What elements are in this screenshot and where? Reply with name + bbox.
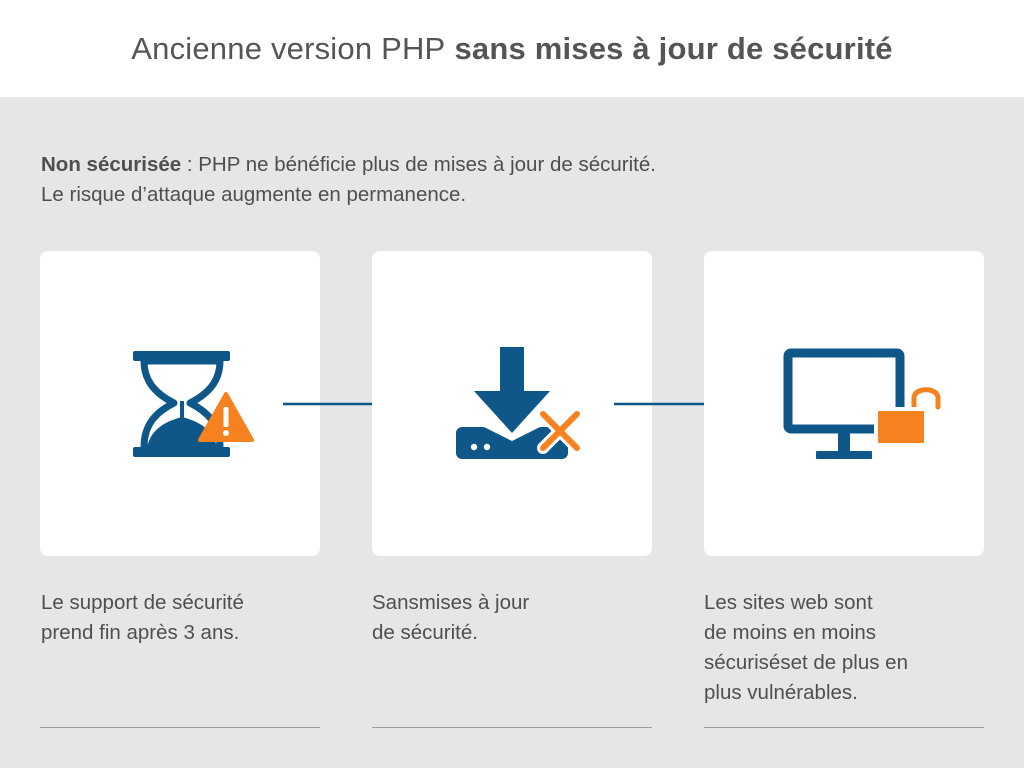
- step-card-2: [372, 251, 652, 556]
- caption-line: Le support de sécurité: [41, 591, 244, 614]
- caption-line: de sécurité.: [372, 621, 478, 644]
- caption-line: sécuriséset de plus en: [704, 651, 908, 674]
- title-regular: Ancienne version PHP: [131, 30, 446, 66]
- caption-line: plus vulnérables.: [704, 681, 858, 704]
- page-title: Ancienne version PHP sans mises à jour d…: [0, 0, 1024, 97]
- intro-text: Non sécurisée : PHP ne bénéficie plus de…: [41, 150, 656, 210]
- step-caption-3: Les sites web sont de moins en moins séc…: [704, 588, 994, 708]
- intro-label: Non sécurisée: [41, 153, 182, 176]
- title-bold: sans mises à jour de sécurité: [454, 30, 893, 66]
- step-caption-2: Sansmises à jour de sécurité.: [372, 588, 662, 648]
- caption-line: Les sites web sont: [704, 591, 873, 614]
- intro-line-2: Le risque d’attaque augmente en permanen…: [41, 183, 467, 206]
- caption-line: de moins en moins: [704, 621, 877, 644]
- step-card-3: [704, 251, 984, 556]
- caption-line: prend fin après 3 ans.: [41, 621, 240, 644]
- intro-line-1-rest: : PHP ne bénéficie plus de mises à jour …: [181, 153, 656, 176]
- caption-line: Sansmises à jour: [372, 591, 530, 614]
- intro-line-1: Non sécurisée : PHP ne bénéficie plus de…: [41, 150, 656, 180]
- step-card-1: [40, 251, 320, 556]
- step-caption-1: Le support de sécurité prend fin après 3…: [41, 588, 331, 648]
- hourglass-warning-icon: [133, 351, 254, 457]
- divider: [372, 727, 652, 728]
- divider: [704, 727, 984, 728]
- download-blocked-icon: [456, 347, 583, 459]
- divider: [40, 727, 320, 728]
- monitor-unlocked-icon: [783, 348, 944, 459]
